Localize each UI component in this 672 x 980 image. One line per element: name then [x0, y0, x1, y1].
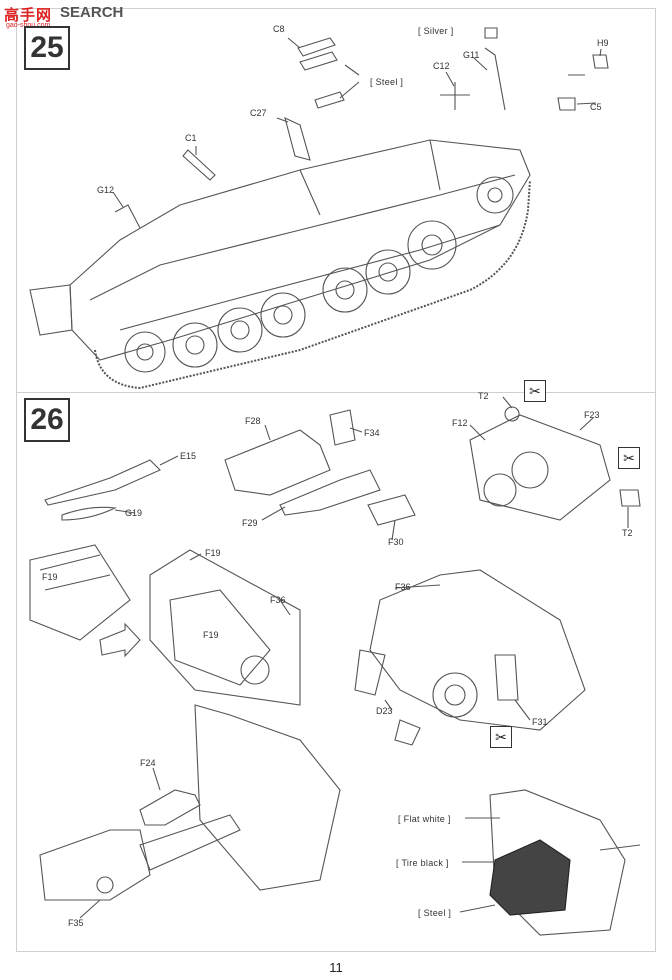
part-f36-panel: [149, 549, 301, 706]
callout-silver: [ Silver ]: [418, 26, 454, 36]
gun-mount-assembly: [194, 704, 341, 891]
step-divider: [16, 392, 656, 393]
label-g19: G19: [125, 508, 143, 518]
label-f23: F23: [584, 410, 600, 420]
part-f12-housing: [469, 414, 611, 521]
label-c12: C12: [433, 61, 450, 71]
label-c8: C8: [273, 24, 285, 34]
label-g11: G11: [463, 50, 480, 60]
label-c1: C1: [185, 133, 197, 143]
watermark-logo: 高手网: [4, 6, 53, 24]
part-g11: [484, 47, 506, 111]
scissors-icon: ✂: [524, 380, 546, 402]
label-f19-b: F19: [42, 572, 58, 582]
label-f24: F24: [140, 758, 156, 768]
step-25-number: 25: [24, 26, 70, 70]
label-f29: F29: [242, 518, 258, 528]
page-number: 11: [329, 960, 343, 975]
part-f28-assembly: [224, 429, 331, 496]
part-g12: [114, 204, 141, 229]
watermark: 高手网 SEARCH gao-shou.com: [4, 4, 123, 34]
watermark-url: gao-shou.com: [6, 22, 50, 29]
part-f24-barrel: [139, 789, 201, 826]
part-f36-assembly-b: [369, 569, 586, 731]
scissors-icon: ✂: [490, 726, 512, 748]
part-h9: [568, 54, 609, 76]
label-e15: E15: [180, 451, 197, 461]
label-f12: F12: [452, 418, 468, 428]
callout-tire-black: [ Tire black ]: [396, 858, 449, 868]
part-silver: [484, 27, 498, 39]
label-f36-a: F36: [270, 595, 286, 605]
label-f30: F30: [388, 537, 404, 547]
breech-block: [489, 839, 571, 916]
step-26-number: 26: [24, 398, 70, 442]
part-g19: [61, 506, 117, 521]
label-d23: D23: [376, 706, 393, 716]
road-wheels: [124, 176, 514, 373]
watermark-search: SEARCH: [60, 4, 124, 21]
arrow-right: [99, 622, 141, 658]
callout-flat-white: [ Flat white ]: [398, 814, 451, 824]
page-frame: [16, 8, 656, 952]
label-f31: F31: [532, 717, 548, 727]
label-f36-b: F36: [395, 582, 411, 592]
track-outline: [94, 179, 531, 390]
label-f28: F28: [245, 416, 261, 426]
part-f19-sponson: [29, 544, 131, 641]
part-f29-assembly: [279, 469, 381, 516]
part-c8-sprues: [297, 37, 338, 71]
part-c1: [182, 149, 216, 181]
callout-steel-2: [ Steel ]: [418, 908, 452, 918]
label-g12: G12: [97, 185, 115, 195]
label-c27: C27: [250, 108, 267, 118]
label-f35: F35: [68, 918, 84, 928]
label-c5: C5: [590, 102, 602, 112]
label-f19-a: F19: [205, 548, 221, 558]
part-c12: [440, 82, 470, 110]
part-c8-lower: [314, 91, 345, 109]
callout-steel: [ Steel ]: [370, 77, 404, 87]
hull-outline: [69, 139, 531, 361]
label-f19-c: F19: [203, 630, 219, 640]
part-e15: [44, 459, 161, 506]
label-t2-top: T2: [478, 391, 489, 401]
scissors-icon: ✂: [618, 447, 640, 469]
part-c5: [557, 97, 576, 111]
part-c27: [284, 117, 311, 161]
label-t2-bottom: T2: [622, 528, 633, 538]
label-f34: F34: [364, 428, 380, 438]
label-h9: H9: [597, 38, 609, 48]
